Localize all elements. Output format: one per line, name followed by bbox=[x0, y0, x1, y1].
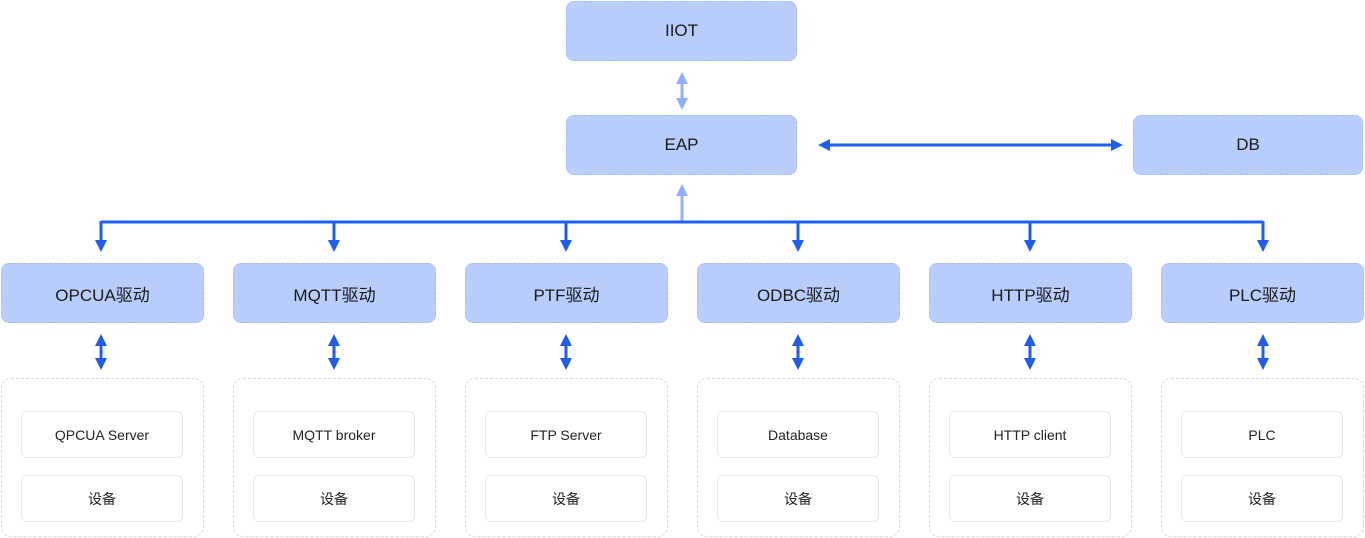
endpoint-group-http: HTTP client 设备 bbox=[929, 378, 1132, 537]
device-card: 设备 bbox=[21, 475, 183, 522]
driver-node-mqtt: MQTT驱动 bbox=[233, 263, 436, 323]
driver-label: PTF驱动 bbox=[533, 285, 600, 305]
driver-label: HTTP驱动 bbox=[991, 285, 1070, 305]
driver-label: ODBC驱动 bbox=[756, 285, 841, 305]
db-label: DB bbox=[1236, 135, 1260, 154]
device-card: 设备 bbox=[1181, 475, 1343, 522]
endpoint-group-mqtt: MQTT broker 设备 bbox=[233, 378, 436, 537]
eap-label: EAP bbox=[664, 135, 699, 154]
device-card: 设备 bbox=[253, 475, 415, 522]
iiot-node: IIOT bbox=[566, 1, 797, 61]
server-card: FTP Server bbox=[485, 411, 647, 458]
endpoint-group-ptf: FTP Server 设备 bbox=[465, 378, 668, 537]
driver-node-plc: PLC驱动 bbox=[1161, 263, 1364, 323]
driver-label: OPCUA驱动 bbox=[55, 285, 150, 305]
driver-label: MQTT驱动 bbox=[293, 285, 376, 305]
driver-node-opcua: OPCUA驱动 bbox=[1, 263, 204, 323]
endpoint-group-opcua: QPCUA Server 设备 bbox=[1, 378, 204, 537]
device-card: 设备 bbox=[717, 475, 879, 522]
driver-node-ptf: PTF驱动 bbox=[465, 263, 668, 323]
driver-label: PLC驱动 bbox=[1228, 285, 1297, 305]
endpoint-group-plc: PLC 设备 bbox=[1161, 378, 1364, 537]
eap-node: EAP bbox=[566, 115, 797, 175]
driver-node-http: HTTP驱动 bbox=[929, 263, 1132, 323]
server-card: Database bbox=[717, 411, 879, 458]
server-card: HTTP client bbox=[949, 411, 1111, 458]
server-card: MQTT broker bbox=[253, 411, 415, 458]
endpoint-group-odbc: Database 设备 bbox=[697, 378, 900, 537]
db-node: DB bbox=[1133, 115, 1363, 175]
server-card: PLC bbox=[1181, 411, 1343, 458]
driver-node-odbc: ODBC驱动 bbox=[697, 263, 900, 323]
iiot-label: IIOT bbox=[664, 21, 699, 40]
server-card: QPCUA Server bbox=[21, 411, 183, 458]
device-card: 设备 bbox=[485, 475, 647, 522]
device-card: 设备 bbox=[949, 475, 1111, 522]
